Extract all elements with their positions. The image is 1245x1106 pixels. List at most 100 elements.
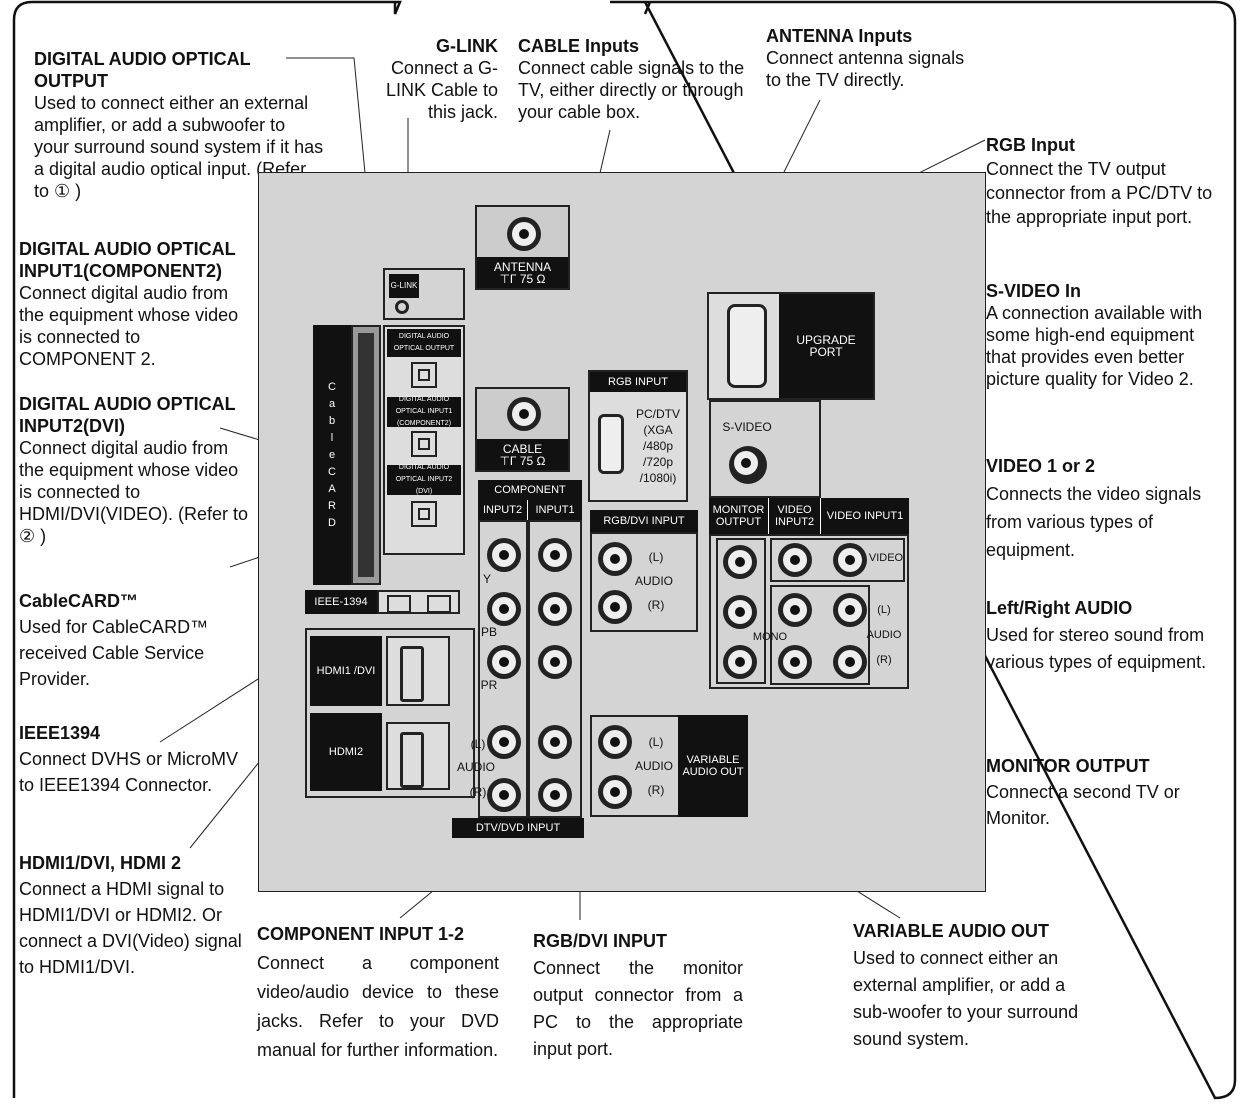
component-input1-column <box>528 520 582 818</box>
label-desc: Connect the monitor output connector fro… <box>533 958 743 1059</box>
video-input2-jack[interactable] <box>778 543 812 577</box>
label-title: VARIABLE AUDIO OUT <box>853 921 1049 941</box>
label-desc: Connect cable signals to the TV, either … <box>518 58 745 122</box>
cablecard-slot[interactable] <box>351 325 381 585</box>
component2-y-jack[interactable] <box>487 538 521 572</box>
label-title: COMPONENT INPUT 1-2 <box>257 924 465 944</box>
label-g-link: G-LINK Connect a G-LINK Cable to this ja… <box>360 35 498 123</box>
component2-audio-l-jack[interactable] <box>487 725 521 759</box>
ieee-1394-port-1[interactable] <box>387 595 411 613</box>
variable-audio-l-jack[interactable] <box>598 725 632 759</box>
antenna-text: ANTENNA <box>493 259 552 274</box>
video-input1-audio-r-jack[interactable] <box>833 645 867 679</box>
component1-audio-r-jack[interactable] <box>538 778 572 812</box>
label-desc: Used to connect either an external ampli… <box>34 93 324 201</box>
optical-input1-tag: DIGITAL AUDIO OPTICAL INPUT1 (COMPONENT2… <box>387 396 461 427</box>
video-input2-audio-l-jack[interactable] <box>778 593 812 627</box>
optical-output-jack[interactable] <box>411 362 437 388</box>
rgb-dvi-audio-l-jack[interactable] <box>598 542 632 576</box>
cable-connector-box: CABLE ⊤Γ 75 Ω <box>475 387 570 472</box>
rgb-dvi-audio-r-jack[interactable] <box>598 590 632 624</box>
upgrade-port-connector[interactable] <box>727 304 767 388</box>
optical-ports-box: DIGITAL AUDIO OPTICAL OUTPUT DIGITAL AUD… <box>383 325 465 555</box>
monitor-output-audio-l-jack[interactable] <box>723 595 757 629</box>
label-title: DIGITAL AUDIO OPTICAL INPUT2(DVI) <box>19 394 236 436</box>
label-digital-audio-optical-output: DIGITAL AUDIO OPTICAL OUTPUT Used to con… <box>34 48 324 202</box>
hdmi-box <box>305 628 475 798</box>
antenna-ohm-text: ⊤Γ 75 Ω <box>499 271 546 286</box>
hdmi2-port[interactable] <box>400 732 424 788</box>
label-title: RGB/DVI INPUT <box>533 931 668 951</box>
component1-audio-l-jack[interactable] <box>538 725 572 759</box>
label-antenna-inputs: ANTENNA Inputs Connect antenna signals t… <box>766 25 981 91</box>
video-input2-audio-r-jack[interactable] <box>778 645 812 679</box>
monitor-output-video-jack[interactable] <box>723 545 757 579</box>
component2-pr-jack[interactable] <box>487 645 521 679</box>
rgb-dvi-audio-text: AUDIO <box>634 574 673 588</box>
video-input1-jack[interactable] <box>833 543 867 577</box>
label-variable-audio-out: VARIABLE AUDIO OUT Used to connect eithe… <box>853 918 1093 1053</box>
pc-dtv-text: PC/DTV (XGA /480p /720p /1080i) <box>635 407 680 485</box>
rgb-dvi-input-tag: RGB/DVI INPUT <box>590 510 698 532</box>
label-title: RGB Input <box>986 135 1075 155</box>
label-desc: Connect a second TV or Monitor. <box>986 782 1180 828</box>
label-cablecard: CableCARD™ Used for CableCARD™ received … <box>19 588 259 692</box>
component1-pr-jack[interactable] <box>538 645 572 679</box>
label-left-right-audio: Left/Right AUDIO Used for stereo sound f… <box>986 595 1211 676</box>
ieee-1394-port-2[interactable] <box>427 595 451 613</box>
video-input1-tag: VIDEO INPUT1 <box>821 498 909 534</box>
rgb-dvi-audio-box: (L) AUDIO (R) <box>590 532 698 632</box>
label-ieee1394: IEEE1394 Connect DVHS or MicroMV to IEEE… <box>19 720 249 798</box>
variable-audio-l-text: (L) <box>648 735 664 749</box>
optical-input1-jack[interactable] <box>411 431 437 457</box>
label-cable-inputs: CABLE Inputs Connect cable signals to th… <box>518 35 758 123</box>
video-audio-l-text: (L) <box>877 604 891 616</box>
label-monitor-output: MONITOR OUTPUT Connect a second TV or Mo… <box>986 753 1211 831</box>
label-title: HDMI1/DVI, HDMI 2 <box>19 853 182 873</box>
label-title: Left/Right AUDIO <box>986 598 1133 618</box>
label-title: IEEE1394 <box>19 723 101 743</box>
g-link-tag: G-LINK <box>389 274 419 298</box>
pr-text: PR <box>480 678 498 692</box>
optical-output-tag: DIGITAL AUDIO OPTICAL OUTPUT <box>387 329 461 357</box>
variable-audio-text: AUDIO <box>634 759 673 773</box>
label-title: CableCARD™ <box>19 591 139 611</box>
optical-input2-jack[interactable] <box>411 501 437 527</box>
cable-jack[interactable] <box>507 397 541 431</box>
label-title: G-LINK <box>436 36 498 56</box>
component2-pb-jack[interactable] <box>487 592 521 626</box>
component-input2-column <box>478 520 528 818</box>
cablecard-vertical-text: C a b l e C A R D <box>328 380 336 529</box>
label-component-input: COMPONENT INPUT 1-2 Connect a component … <box>257 920 499 1065</box>
audio-jacks-box <box>770 585 870 685</box>
s-video-jack[interactable] <box>729 446 767 484</box>
label-title: ANTENNA Inputs <box>766 26 913 46</box>
rgb-dvi-audio-r-text: (R) <box>647 598 665 612</box>
component1-y-jack[interactable] <box>538 538 572 572</box>
antenna-jack[interactable] <box>507 217 541 251</box>
g-link-box: G-LINK <box>383 268 465 320</box>
antenna-connector-box: ANTENNA ⊤Γ 75 Ω <box>475 205 570 290</box>
video-audio-r-text: (R) <box>876 654 892 666</box>
label-title: MONITOR OUTPUT <box>986 756 1150 776</box>
hdmi1-tag: HDMI1 /DVI <box>310 636 382 706</box>
label-desc: Connect the TV output connector from a P… <box>986 159 1213 227</box>
variable-audio-out-box: (L) AUDIO (R) VARIABLE AUDIO OUT <box>590 715 748 817</box>
label-title: CABLE Inputs <box>518 36 639 56</box>
hdmi1-port[interactable] <box>400 646 424 702</box>
label-video-1-or-2: VIDEO 1 or 2 Connects the video signals … <box>986 452 1211 564</box>
monitor-output-tag: MONITOR OUTPUT <box>709 498 769 534</box>
component1-pb-jack[interactable] <box>538 592 572 626</box>
monitor-output-audio-r-jack[interactable] <box>723 645 757 679</box>
g-link-jack[interactable] <box>395 300 409 314</box>
component2-audio-r-jack[interactable] <box>487 778 521 812</box>
component-audio-text: AUDIO <box>456 760 495 774</box>
component-tag: COMPONENT <box>478 480 582 500</box>
label-optical-input1: DIGITAL AUDIO OPTICAL INPUT1(COMPONENT2)… <box>19 238 254 370</box>
rgb-d-sub-connector[interactable] <box>598 414 624 474</box>
input2-tag: INPUT2 <box>478 500 528 520</box>
variable-audio-r-jack[interactable] <box>598 775 632 809</box>
video-input1-audio-l-jack[interactable] <box>833 593 867 627</box>
rgb-input-tag: RGB INPUT <box>590 372 686 392</box>
label-title: VIDEO 1 or 2 <box>986 456 1096 476</box>
